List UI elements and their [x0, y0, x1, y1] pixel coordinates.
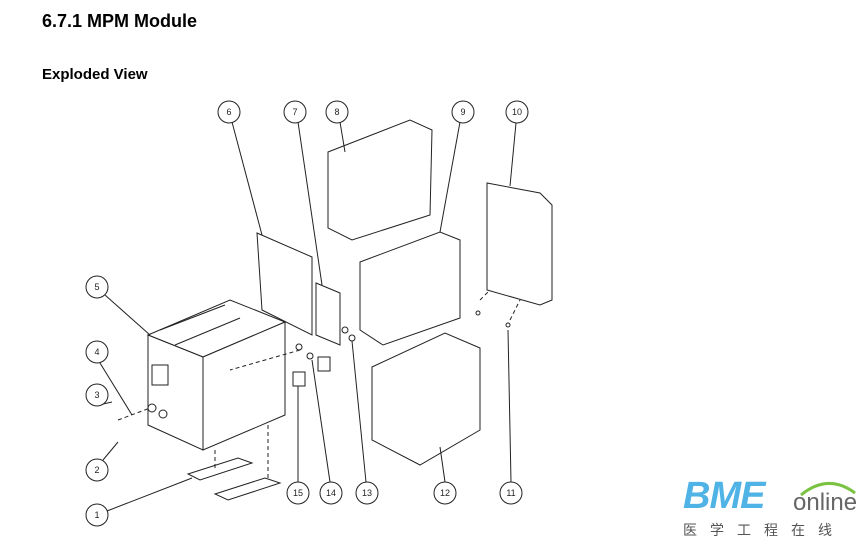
callouts: 1 2 3 4 5 6 7 8 9 10 11 12 13 14 15: [85, 100, 529, 527]
callout-label: 13: [362, 488, 372, 498]
callout-label: 8: [334, 107, 339, 117]
callout-11: 11: [499, 481, 523, 505]
callout-label: 12: [440, 488, 450, 498]
logo-tagline: 医学工程在线: [683, 523, 845, 539]
callout-2: 2: [85, 458, 109, 482]
callout-4: 4: [85, 340, 109, 364]
callout-label: 5: [94, 282, 99, 292]
part-front-cover: [486, 182, 553, 306]
callout-label: 14: [326, 488, 336, 498]
callout-3: 3: [85, 383, 109, 407]
bme-online-logo: BME online 医学工程在线: [683, 473, 863, 543]
callout-label: 4: [94, 347, 99, 357]
callout-label: 1: [94, 510, 99, 520]
part-main-assembly: [359, 231, 461, 346]
logo-brand: BME: [683, 475, 765, 517]
callout-label: 10: [512, 107, 522, 117]
dashed-guides: [117, 289, 521, 478]
logo-suffix: online: [793, 489, 858, 516]
callout-label: 15: [293, 488, 303, 498]
callout-10: 10: [505, 100, 529, 124]
callout-label: 7: [292, 107, 297, 117]
callout-14: 14: [319, 481, 343, 505]
part-board: [315, 282, 341, 346]
callout-label: 9: [460, 107, 465, 117]
callout-label: 6: [226, 107, 231, 117]
part-housing: [146, 299, 287, 451]
callout-label: 11: [506, 488, 515, 498]
callout-12: 12: [433, 481, 457, 505]
part-bottom-bracket: [371, 332, 481, 466]
callout-9: 9: [451, 100, 475, 124]
callout-1: 1: [85, 503, 109, 527]
part-14-pad: [317, 356, 331, 372]
callout-label: 2: [94, 465, 99, 475]
part-15: [292, 371, 306, 387]
part-frame: [327, 119, 433, 241]
section-heading: 6.7.1 MPM Module: [42, 11, 198, 31]
callout-8: 8: [325, 100, 349, 124]
callout-7: 7: [283, 100, 307, 124]
callout-6: 6: [217, 100, 241, 124]
callout-5: 5: [85, 275, 109, 299]
callout-15: 15: [286, 481, 310, 505]
leader-lines: [99, 121, 517, 512]
callout-label: 3: [94, 390, 99, 400]
subsection-heading: Exploded View: [42, 66, 148, 83]
callout-13: 13: [355, 481, 379, 505]
part-bottom-trays: [186, 457, 282, 501]
logo-arc-icon: [800, 482, 856, 497]
part-shield-plate: [256, 232, 313, 336]
